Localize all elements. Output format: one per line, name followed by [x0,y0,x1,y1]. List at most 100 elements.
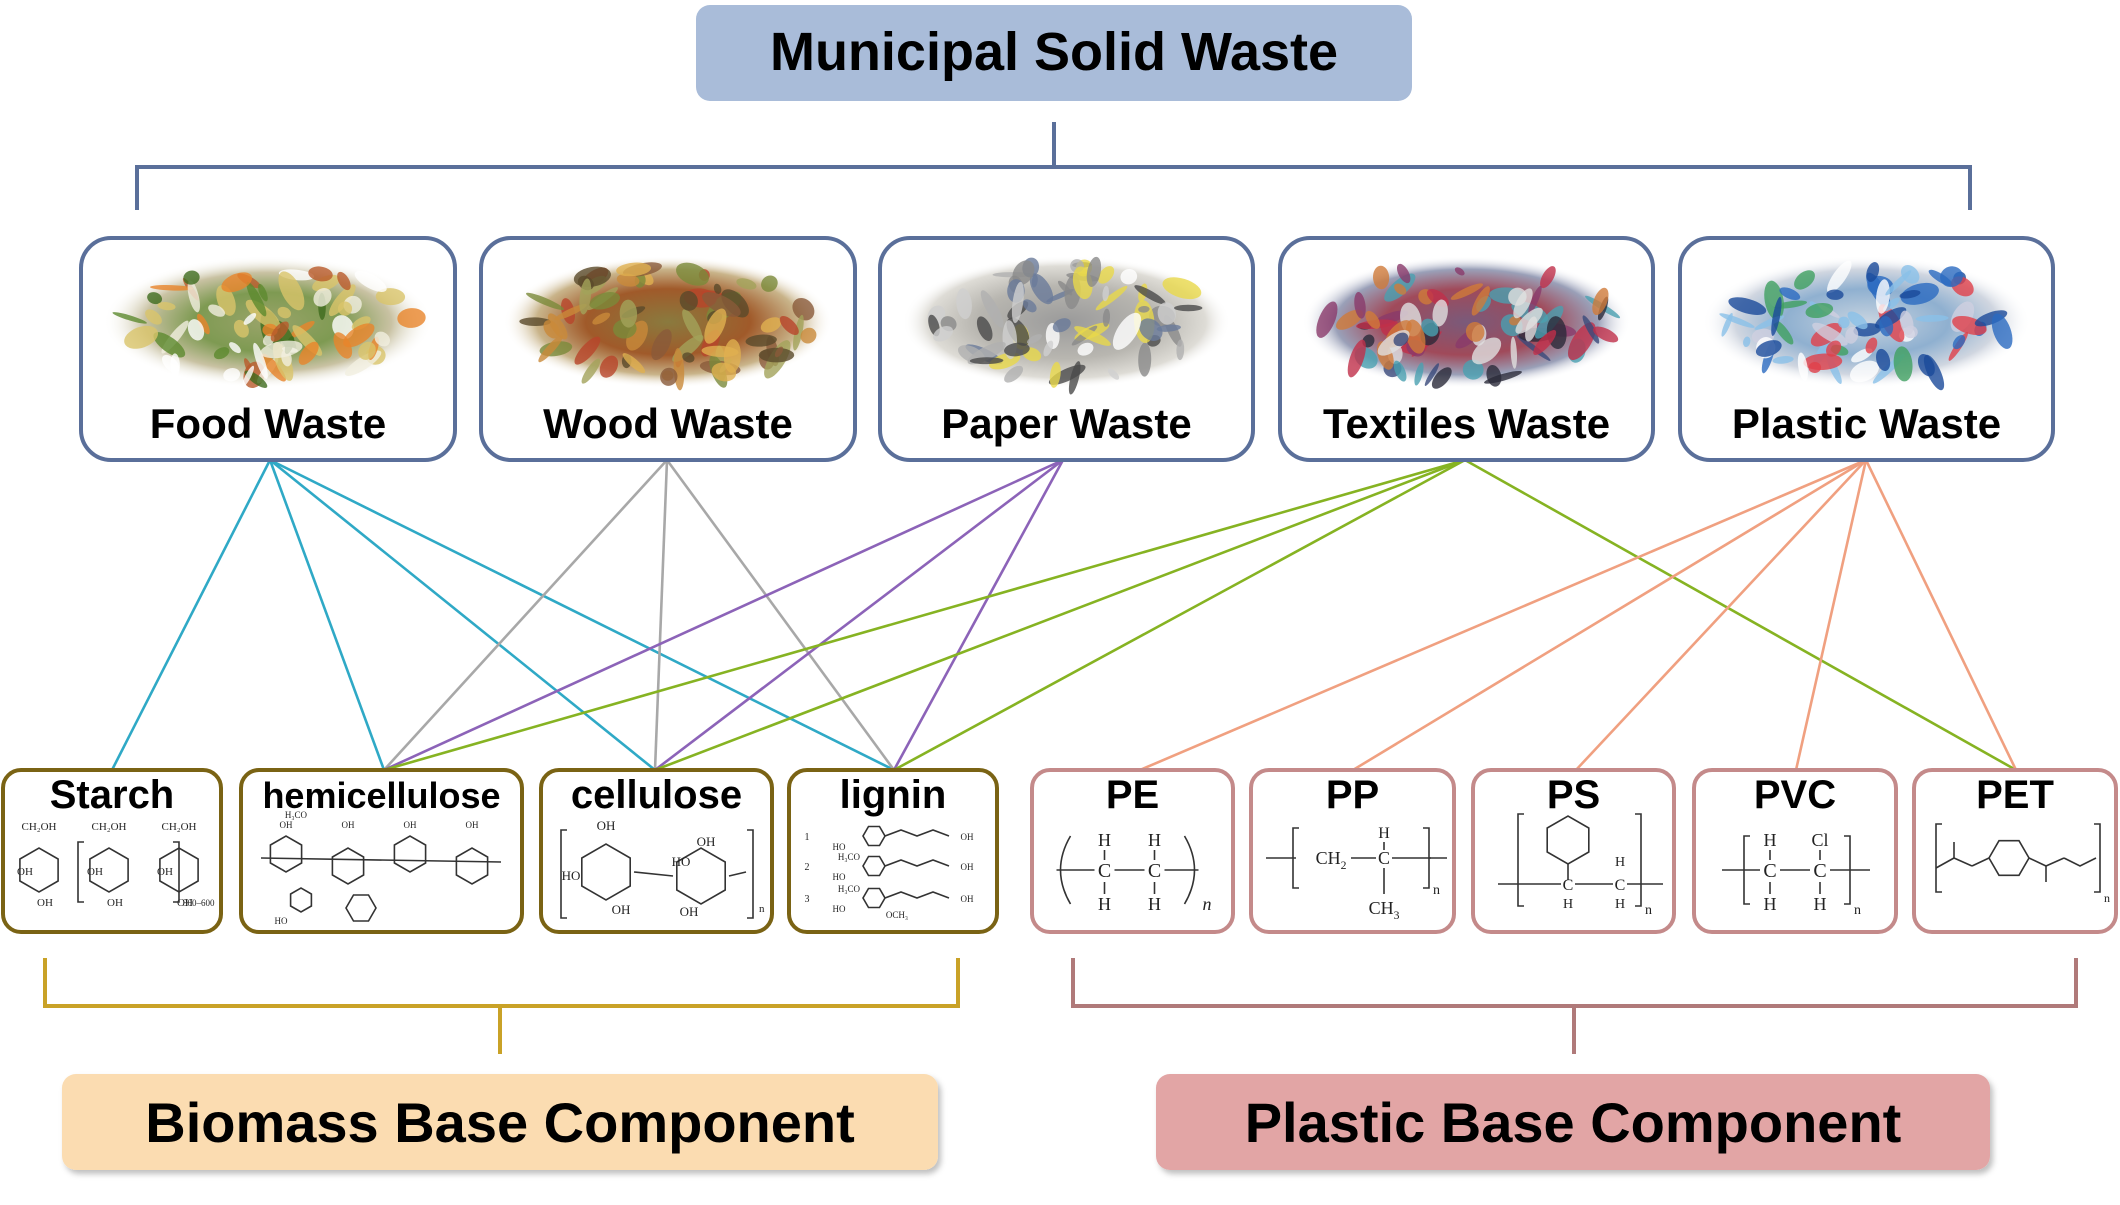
svg-text:H₃CO: H₃CO [838,852,861,862]
svg-text:H: H [1615,897,1625,912]
cellulose-structure: OH HO OH HO OH OH n [560,818,765,919]
svg-text:OH: OH [961,862,974,872]
svg-text:n: n [1645,903,1652,918]
svg-text:H: H [1615,855,1625,870]
svg-text:C: C [1763,860,1776,882]
svg-text:C: C [1813,860,1826,882]
svg-text:H₃CO: H₃CO [838,884,861,894]
base-components: StarchCH₂OHOHOHCH₂OHOHOHCH₂OHOHOH300–600… [1,768,2118,934]
svg-text:300–600: 300–600 [183,898,215,908]
svg-text:H: H [1764,830,1777,850]
link-plastic-pvc [1794,459,1868,771]
svg-text:OH: OH [612,902,631,917]
component-label-pp: PP [1326,773,1379,817]
svg-text:OH: OH [280,820,293,830]
svg-text:H: H [1764,894,1777,914]
waste-box-textiles: Textiles Waste [1278,236,1655,462]
svg-text:CH₂OH: CH₂OH [21,821,56,833]
plastic-label-box [1156,1074,1990,1170]
svg-text:H: H [1148,894,1161,914]
biomass-label-box [62,1074,938,1170]
svg-text:H: H [1814,894,1827,914]
svg-text:H: H [1098,830,1111,850]
link-wood-cellulose [653,459,669,771]
biomass-bracket [43,958,960,1054]
svg-text:n: n [2104,891,2110,905]
svg-text:HO: HO [833,842,846,852]
svg-text:OH: OH [87,866,103,878]
svg-text:OH: OH [466,820,479,830]
svg-text:OH: OH [404,820,417,830]
waste-label-paper: Paper Waste [941,400,1192,447]
title-box: Municipal Solid Waste [696,5,1412,101]
svg-text:n: n [1433,883,1440,898]
diagram-title: Municipal Solid Waste [770,22,1338,82]
svg-text:C: C [1563,877,1574,894]
waste-box-plastic: Plastic Waste [1678,236,2055,462]
component-label-pe: PE [1106,773,1159,817]
connection-lines [110,458,2018,772]
link-plastic-ps [1575,459,1867,771]
link-textiles-hemicellulose [383,458,1466,772]
food-waste-photo [103,256,433,389]
paper-waste-photo [902,256,1231,395]
svg-text:OH: OH [680,904,699,919]
svg-text:HO: HO [672,854,691,869]
svg-text:n: n [1854,903,1861,918]
svg-text:HO: HO [275,916,288,926]
waste-box-paper: Paper Waste [878,236,1255,462]
link-wood-lignin [665,459,896,771]
svg-text:C: C [1378,848,1390,868]
link-textiles-cellulose [654,458,1466,772]
svg-text:OH: OH [177,897,193,909]
link-paper-hemicellulose [383,458,1064,772]
waste-box-wood: Wood Waste [479,236,857,462]
svg-text:OCH₃: OCH₃ [886,910,908,920]
svg-text:HO: HO [833,904,846,914]
svg-text:OH: OH [37,897,53,909]
plastic-label: Plastic Base Component [1245,1091,1902,1154]
top-bracket [135,122,1972,210]
svg-text:OH: OH [157,866,173,878]
svg-text:OH: OH [597,818,616,833]
svg-text:OH: OH [17,866,33,878]
biomass-label: Biomass Base Component [145,1091,855,1154]
component-label-cellulose: cellulose [571,773,742,817]
svg-text:H: H [1378,825,1390,842]
pet-structure: n [1935,823,2110,905]
waste-label-textiles: Textiles Waste [1323,400,1610,447]
waste-label-plastic: Plastic Waste [1732,400,2001,447]
svg-text:CH₂OH: CH₂OH [161,821,196,833]
svg-text:H: H [1098,894,1111,914]
svg-text:OH: OH [697,834,716,849]
svg-text:H₃CO: H₃CO [285,810,308,820]
svg-text:2: 2 [805,862,810,873]
svg-text:H: H [1148,830,1161,850]
svg-text:OH: OH [961,894,974,904]
svg-text:OH: OH [342,820,355,830]
svg-text:HO: HO [562,868,581,883]
svg-text:C: C [1098,860,1111,882]
component-label-pet: PET [1976,773,2054,817]
wood-waste-photo [503,256,833,391]
svg-text:n: n [759,903,765,915]
plastic-bracket [1071,958,2078,1054]
textiles-waste-photo [1302,256,1631,389]
link-food-starch [110,459,272,771]
svg-text:H: H [1563,897,1573,912]
link-plastic-pe [1139,458,1867,772]
component-label-lignin: lignin [840,773,947,817]
link-textiles-lignin [893,458,1466,772]
link-food-cellulose [269,458,656,772]
link-wood-hemicellulose [383,459,668,771]
